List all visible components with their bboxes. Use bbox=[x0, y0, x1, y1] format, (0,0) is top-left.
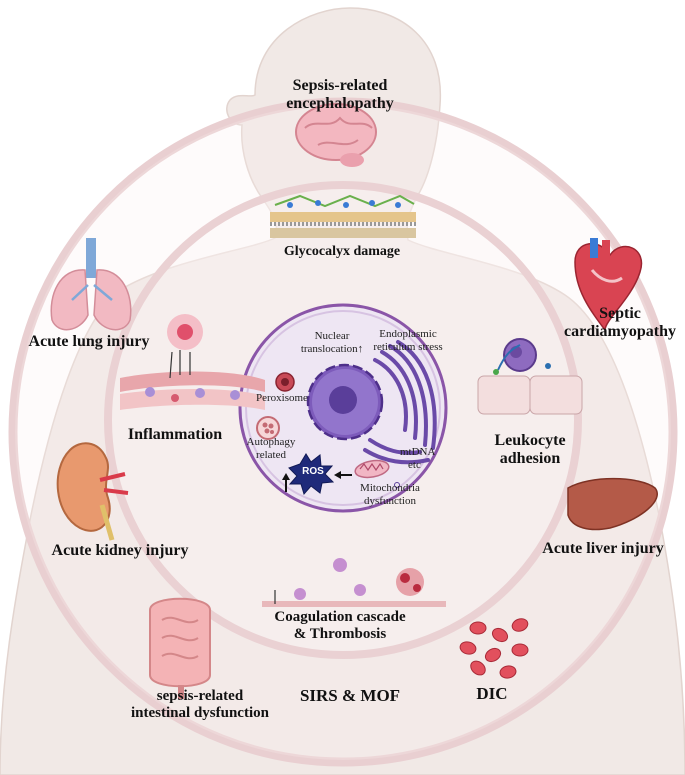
ros-arrowhead bbox=[334, 471, 341, 479]
outer-ring bbox=[8, 97, 678, 767]
nuclear-label-line2: translocation↑ bbox=[300, 342, 364, 355]
kidney-icon bbox=[56, 442, 129, 541]
leukocyte-label: Leukocyte adhesion bbox=[480, 432, 580, 469]
coagulation-label-line2: & Thrombosis bbox=[293, 626, 387, 643]
lung-label: Acute lung injury bbox=[28, 333, 150, 350]
mitochondria-label: Mitochondria dysfunction bbox=[350, 482, 430, 507]
mtdna-label-line1: mtDNA bbox=[400, 446, 436, 458]
er-label-line2: reticulum stress bbox=[373, 340, 443, 353]
rbc-cluster-icon bbox=[459, 618, 529, 679]
brain-label-line1: Sepsis-related bbox=[292, 77, 388, 94]
peroxisome-label: Peroxisome bbox=[256, 392, 308, 404]
lung-icon bbox=[50, 238, 132, 331]
heart-label-line1: Septic bbox=[599, 305, 641, 322]
ros-up-arrowhead bbox=[282, 473, 290, 480]
glycocalyx-label: Glycocalyx damage bbox=[283, 244, 401, 259]
coagulation-label: Coagulation cascade & Thrombosis bbox=[265, 609, 415, 644]
intestine-label: sepsis-related intestinal dysfunction bbox=[120, 688, 280, 723]
mtdna-icon bbox=[394, 482, 400, 488]
mitochondria-label-line2: dysfunction bbox=[364, 494, 416, 507]
er-label-line1: Endoplasmic bbox=[379, 328, 437, 340]
ros-burst bbox=[288, 453, 335, 496]
glycocalyx-graphic bbox=[270, 194, 416, 238]
coagulation-label-line1: Coagulation cascade bbox=[274, 609, 406, 625]
mitochondria-icon bbox=[354, 459, 390, 479]
heart-icon bbox=[574, 238, 643, 333]
ros-label: ROS bbox=[302, 466, 324, 477]
coagulation-graphic bbox=[262, 558, 446, 607]
mitochondria-label-line1: Mitochondria bbox=[360, 482, 420, 494]
inflammation-label: Inflammation bbox=[127, 426, 223, 443]
mtdna-label: mtDNA etc bbox=[400, 446, 435, 471]
heart-label-line2: cardiamyopathy bbox=[564, 323, 676, 341]
inflammation-graphic bbox=[120, 314, 265, 410]
leukocyte-graphic bbox=[477, 338, 583, 415]
liver-label: Acute liver injury bbox=[542, 540, 664, 557]
intestine-label-line2: intestinal dysfunction bbox=[131, 705, 269, 722]
cell-membrane-inner bbox=[245, 310, 441, 506]
autophagy-label-line2: related bbox=[256, 448, 286, 461]
autophagy-label: Autophagy related bbox=[246, 436, 296, 461]
leukocyte-label-line1: Leukocyte bbox=[494, 432, 566, 449]
brain-label-line2: encephalopathy bbox=[286, 95, 394, 113]
leukocyte-label-line2: adhesion bbox=[499, 450, 561, 468]
nuclear-label: Nuclear translocation↑ bbox=[292, 330, 372, 355]
sirs-label: SIRS & MOF bbox=[299, 686, 401, 705]
endoplasmic-reticulum bbox=[363, 340, 437, 465]
dic-label: DIC bbox=[476, 684, 508, 703]
er-label: Endoplasmic reticulum stress bbox=[358, 328, 458, 353]
autophagy-icon bbox=[256, 416, 280, 440]
brain-label: Sepsis-related encephalopathy bbox=[255, 77, 425, 114]
liver-icon bbox=[567, 477, 658, 531]
intestine-icon bbox=[149, 597, 211, 699]
autophagy-label-line1: Autophagy bbox=[246, 436, 296, 448]
peroxisome-icon bbox=[275, 372, 295, 392]
kidney-label: Acute kidney injury bbox=[51, 542, 189, 559]
nuclear-label-line1: Nuclear bbox=[314, 330, 350, 342]
intestine-label-line1: sepsis-related bbox=[156, 688, 244, 704]
brain-icon bbox=[295, 103, 377, 167]
mtdna-label-line2: etc bbox=[408, 458, 421, 471]
nucleus bbox=[306, 363, 384, 441]
heart-label: Septic cardiamyopathy bbox=[560, 305, 680, 342]
